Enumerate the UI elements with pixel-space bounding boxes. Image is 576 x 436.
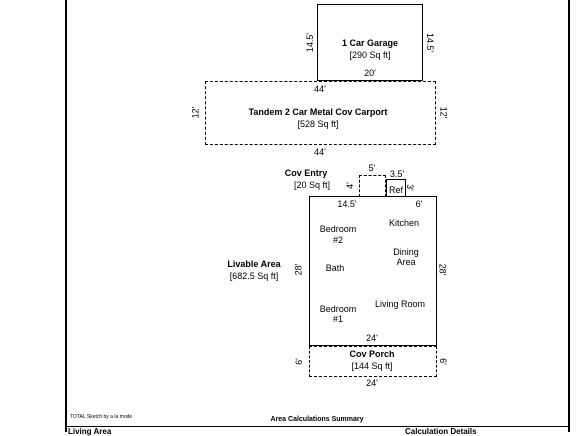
porch-area: [144 Sq ft] bbox=[351, 361, 393, 371]
cov-entry-dim-left: 4' bbox=[344, 182, 355, 189]
cov-entry-name: Cov Entry bbox=[284, 168, 328, 178]
frame-left-line bbox=[65, 0, 67, 432]
porch-name: Cov Porch bbox=[349, 349, 395, 359]
garage-name: 1 Car Garage bbox=[341, 38, 399, 48]
livable-dim-top-left: 14.5' bbox=[337, 199, 357, 209]
frame-right-line bbox=[568, 0, 570, 432]
room-bedroom-1: Bedroom #1 bbox=[319, 304, 357, 324]
livable-dim-left: 28' bbox=[293, 263, 304, 276]
room-living-room: Living Room bbox=[374, 299, 426, 309]
garage-dim-bottom: 20' bbox=[364, 68, 376, 78]
cov-entry-room bbox=[359, 175, 386, 197]
carport-dim-right: 12' bbox=[438, 106, 449, 119]
porch-dim-left: 6' bbox=[293, 358, 304, 365]
room-dining-area: Dining Area bbox=[393, 247, 419, 267]
livable-dim-right: 28' bbox=[437, 263, 448, 276]
ref-dim-top: 3.5' bbox=[389, 169, 405, 179]
cov-entry-dim-top: 5' bbox=[368, 163, 376, 173]
carport-room bbox=[205, 81, 436, 145]
garage-room bbox=[317, 4, 423, 81]
ref-label: Ref bbox=[388, 185, 404, 195]
footer-divider bbox=[65, 426, 570, 427]
livable-area-room bbox=[309, 196, 437, 346]
porch-dim-bottom: 24' bbox=[366, 378, 378, 388]
area-summary-title: Area Calculations Summary bbox=[270, 416, 364, 423]
livable-name: Livable Area bbox=[227, 259, 281, 269]
carport-name: Tandem 2 Car Metal Cov Carport bbox=[248, 107, 388, 117]
sketch-credit: TOTAL Sketch by a la mode bbox=[70, 414, 133, 420]
room-bath: Bath bbox=[325, 263, 345, 273]
room-bedroom-2: Bedroom #2 bbox=[319, 224, 357, 245]
livable-dim-bottom: 24' bbox=[366, 333, 378, 343]
ref-dim-right: 3' bbox=[404, 184, 415, 191]
cov-entry-area: [20 Sq ft] bbox=[293, 180, 331, 190]
carport-dim-left: 12' bbox=[190, 106, 201, 119]
porch-dim-right: 6' bbox=[437, 358, 448, 365]
carport-dim-top: 44' bbox=[314, 84, 326, 94]
carport-area: [528 Sq ft] bbox=[297, 119, 339, 129]
cov-porch-room bbox=[309, 346, 437, 377]
garage-dim-right: 14.5' bbox=[425, 32, 436, 53]
room-kitchen: Kitchen bbox=[388, 218, 420, 228]
garage-area: [290 Sq ft] bbox=[349, 50, 391, 60]
livable-area: [682.5 Sq ft] bbox=[229, 271, 279, 281]
garage-dim-left: 14.5' bbox=[305, 32, 316, 53]
livable-dim-top-right: 6' bbox=[415, 199, 423, 209]
carport-dim-bottom: 44' bbox=[314, 147, 326, 157]
